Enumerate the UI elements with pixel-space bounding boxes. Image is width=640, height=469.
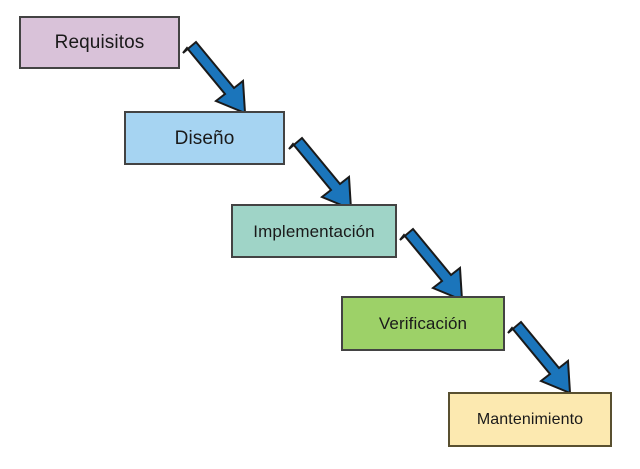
arrow-shape [399,227,464,302]
stage-box-implementacion[interactable]: Implementación [231,204,397,258]
stage-label-verificacion: Verificación [378,314,468,333]
stage-box-mantenimiento[interactable]: Mantenimiento [448,392,612,447]
arrow-shape [182,40,247,115]
arrow-diseno-implementacion[interactable] [288,136,353,211]
stage-box-verificacion[interactable]: Verificación [341,296,505,351]
stage-label-diseno: Diseño [174,127,235,149]
arrow-shape [507,320,572,395]
stage-box-requisitos[interactable]: Requisitos [19,16,180,69]
arrow-verificacion-mantenimiento[interactable] [507,320,572,395]
arrow-requisitos-diseno[interactable] [182,40,247,115]
stage-label-mantenimiento: Mantenimiento [476,410,584,428]
stage-label-implementacion: Implementación [253,221,375,241]
arrow-shape [288,136,353,211]
stage-label-requisitos: Requisitos [54,32,145,53]
arrow-implementacion-verificacion[interactable] [399,227,464,302]
stage-box-diseno[interactable]: Diseño [124,111,285,165]
